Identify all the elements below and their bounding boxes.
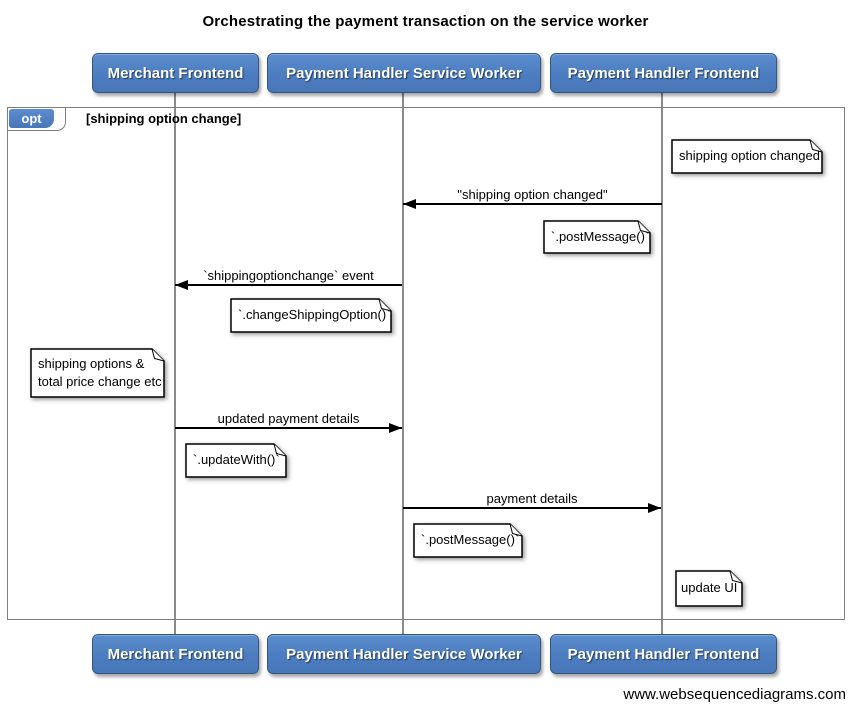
- opt-frame: opt [shipping option change]: [7, 107, 845, 620]
- arrowhead-right-icon: [648, 503, 661, 513]
- note-shape-icon: [185, 443, 287, 478]
- message-label: updated payment details: [217, 411, 360, 426]
- note-shape-icon: [413, 523, 523, 558]
- note-shape-icon: [30, 348, 165, 398]
- actor-box-merchant-frontend-bottom: Merchant Frontend: [92, 634, 259, 674]
- opt-frame-tab: opt: [8, 108, 66, 131]
- note-text: `.updateWith()`: [193, 452, 280, 468]
- note-update-ui: update UI: [675, 570, 743, 607]
- lifeline-payment-handler-frontend: [661, 91, 663, 634]
- arrowhead-left-icon: [403, 199, 416, 209]
- message-line: [403, 507, 661, 509]
- note-text: update UI: [681, 580, 738, 596]
- note-postmessage-1: `.postMessage()`: [543, 220, 651, 254]
- message-updated-payment-details: updated payment details: [175, 407, 402, 433]
- message-line: [175, 284, 402, 286]
- note-text: `.postMessage()`: [421, 532, 520, 548]
- actor-box-payment-handler-service-worker-top: Payment Handler Service Worker: [267, 53, 541, 93]
- note-text: shipping options & total price change et…: [38, 355, 162, 389]
- message-line: [175, 427, 402, 429]
- message-payment-details: payment details: [403, 487, 661, 513]
- note-text: `.postMessage()`: [551, 228, 650, 244]
- actor-box-payment-handler-frontend-top: Payment Handler Frontend: [550, 53, 777, 93]
- lifeline-merchant-frontend: [174, 91, 176, 634]
- note-postmessage-2: `.postMessage()`: [413, 523, 523, 558]
- message-shipping-option-changed: "shipping option changed": [403, 183, 662, 209]
- opt-operator-label: opt: [9, 109, 54, 128]
- note-shape-icon: [671, 139, 823, 174]
- arrowhead-right-icon: [389, 423, 402, 433]
- arrowhead-left-icon: [175, 280, 188, 290]
- note-text: `.changeShippingOption()`: [238, 307, 391, 323]
- lifeline-payment-handler-service-worker: [402, 91, 404, 634]
- actor-box-merchant-frontend-top: Merchant Frontend: [92, 53, 259, 93]
- websequencediagrams-watermark: www.websequencediagrams.com: [623, 686, 846, 703]
- note-updatewith: `.updateWith()`: [185, 443, 287, 478]
- note-shape-icon: [675, 570, 743, 607]
- diagram-title: Orchestrating the payment transaction on…: [202, 13, 649, 30]
- note-shape-icon: [543, 220, 651, 254]
- message-label: "shipping option changed": [457, 187, 608, 202]
- actor-box-payment-handler-frontend-bottom: Payment Handler Frontend: [550, 634, 777, 674]
- message-label: `shippingoptionchange` event: [203, 268, 374, 283]
- note-changeshippingoption: `.changeShippingOption()`: [230, 298, 392, 333]
- message-line: [403, 203, 662, 205]
- message-label: payment details: [486, 491, 578, 506]
- message-shippingoptionchange-event: `shippingoptionchange` event: [175, 264, 402, 290]
- note-shipping-option-changed: shipping option changed: [671, 139, 823, 174]
- opt-guard-label: [shipping option change]: [86, 111, 242, 126]
- actor-box-payment-handler-service-worker-bottom: Payment Handler Service Worker: [267, 634, 541, 674]
- note-shipping-options-total-price: shipping options & total price change et…: [30, 348, 165, 398]
- note-shape-icon: [230, 298, 392, 333]
- note-text: shipping option changed: [679, 148, 820, 164]
